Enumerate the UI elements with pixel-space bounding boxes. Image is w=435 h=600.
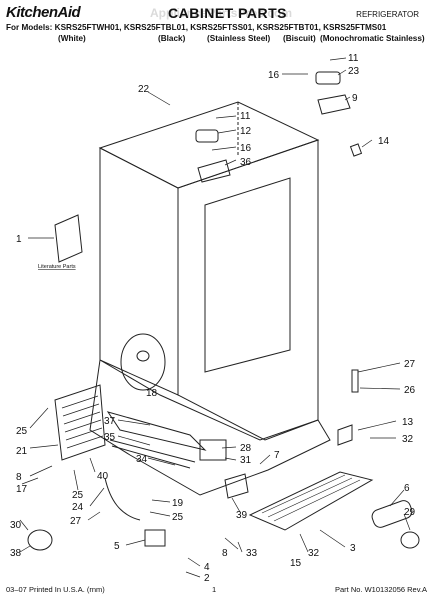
footer-part-number: Part No. W10132056 Rev.A	[335, 585, 427, 594]
callout-36: 36	[240, 157, 252, 168]
callout-1: 1	[16, 234, 22, 245]
color-white: (White)	[58, 34, 86, 43]
callout-14: 14	[378, 136, 390, 147]
hinge-cover	[315, 71, 341, 85]
hinge-cover-center	[195, 129, 219, 143]
callout-18: 18	[146, 388, 158, 399]
color-monochromatic: (Monochromatic Stainless)	[320, 34, 425, 43]
callout-33: 33	[246, 548, 258, 559]
brand-logo: KitchenAid	[6, 4, 81, 21]
callout-11: 11	[240, 111, 251, 122]
compressor-relay	[144, 529, 166, 547]
callout-29: 29	[404, 507, 416, 518]
callout-37: 37	[104, 416, 116, 427]
cabinet-front	[177, 139, 319, 441]
callout-9: 9	[352, 93, 358, 104]
literature-booklet	[54, 214, 83, 263]
callout-25: 25	[172, 512, 184, 523]
callout-23: 23	[348, 66, 360, 77]
page-title: CABINET PARTS	[168, 5, 288, 21]
callout-24: 24	[72, 502, 84, 513]
cabinet-left-side	[99, 147, 179, 396]
wire-harness	[104, 477, 141, 521]
callout-32: 32	[308, 548, 320, 559]
hinge-center	[197, 159, 231, 183]
color-variants: (White) (Black) (Stainless Steel) (Biscu…	[0, 34, 435, 46]
callout-34: 34	[136, 454, 148, 465]
callout-31: 31	[240, 455, 252, 466]
cabinet-opening	[204, 177, 291, 373]
callout-22: 22	[138, 84, 150, 95]
callout-16: 16	[240, 143, 252, 154]
callout-3: 3	[350, 543, 356, 554]
callout-8: 8	[222, 548, 228, 559]
insulation-detail	[120, 333, 166, 391]
callout-39: 39	[236, 510, 248, 521]
filter-cap	[400, 531, 420, 549]
callout-25: 25	[16, 426, 28, 437]
callout-27: 27	[70, 516, 82, 527]
footer-printed: 03–07 Printed In U.S.A. (rnm)	[6, 585, 105, 594]
callout-40: 40	[97, 471, 109, 482]
color-black: (Black)	[158, 34, 186, 43]
literature-label: Literature Parts	[38, 264, 76, 270]
cabinet-top-panel	[98, 101, 320, 189]
callout-28: 28	[240, 443, 252, 454]
callout-26: 26	[404, 385, 416, 396]
hole-plug	[349, 143, 363, 157]
vent-grille	[54, 384, 106, 461]
roller-bracket	[337, 424, 353, 446]
watermark: AppliancePartsPros.com	[150, 6, 293, 20]
screw-26	[351, 369, 359, 393]
callout-5: 5	[114, 541, 120, 552]
callout-21: 21	[16, 446, 28, 457]
category-label: REFRIGERATOR	[356, 10, 419, 19]
callout-38: 38	[10, 548, 22, 559]
footer-page-number: 1	[212, 585, 217, 594]
callout-17: 17	[16, 484, 28, 495]
callout-16: 16	[268, 70, 280, 81]
callout-2: 2	[204, 573, 210, 584]
color-biscuit: (Biscuit)	[283, 34, 316, 43]
damper-motor	[27, 529, 53, 551]
callout-32: 32	[402, 434, 414, 445]
callout-19: 19	[172, 498, 184, 509]
callout-6: 6	[404, 483, 410, 494]
water-valve	[199, 439, 227, 461]
callout-4: 4	[204, 562, 210, 573]
callout-12: 12	[240, 126, 252, 137]
toe-grille	[248, 471, 374, 531]
models-line: For Models: KSRS25FTWH01, KSRS25FTBL01, …	[6, 23, 387, 32]
callout-13: 13	[402, 417, 414, 428]
filter-housing	[371, 500, 413, 528]
callout-27: 27	[404, 359, 416, 370]
callout-11: 11	[348, 53, 359, 64]
hinge-top	[317, 94, 351, 115]
base-pan	[89, 359, 331, 496]
leveler-bracket	[224, 473, 249, 499]
callout-25: 25	[72, 490, 84, 501]
callout-30: 30	[10, 520, 22, 531]
color-stainless: (Stainless Steel)	[207, 34, 271, 43]
callout-35: 35	[104, 432, 116, 443]
callout-7: 7	[274, 450, 280, 461]
drain-trough	[106, 411, 207, 451]
callout-8: 8	[16, 472, 22, 483]
callout-15: 15	[290, 558, 302, 569]
